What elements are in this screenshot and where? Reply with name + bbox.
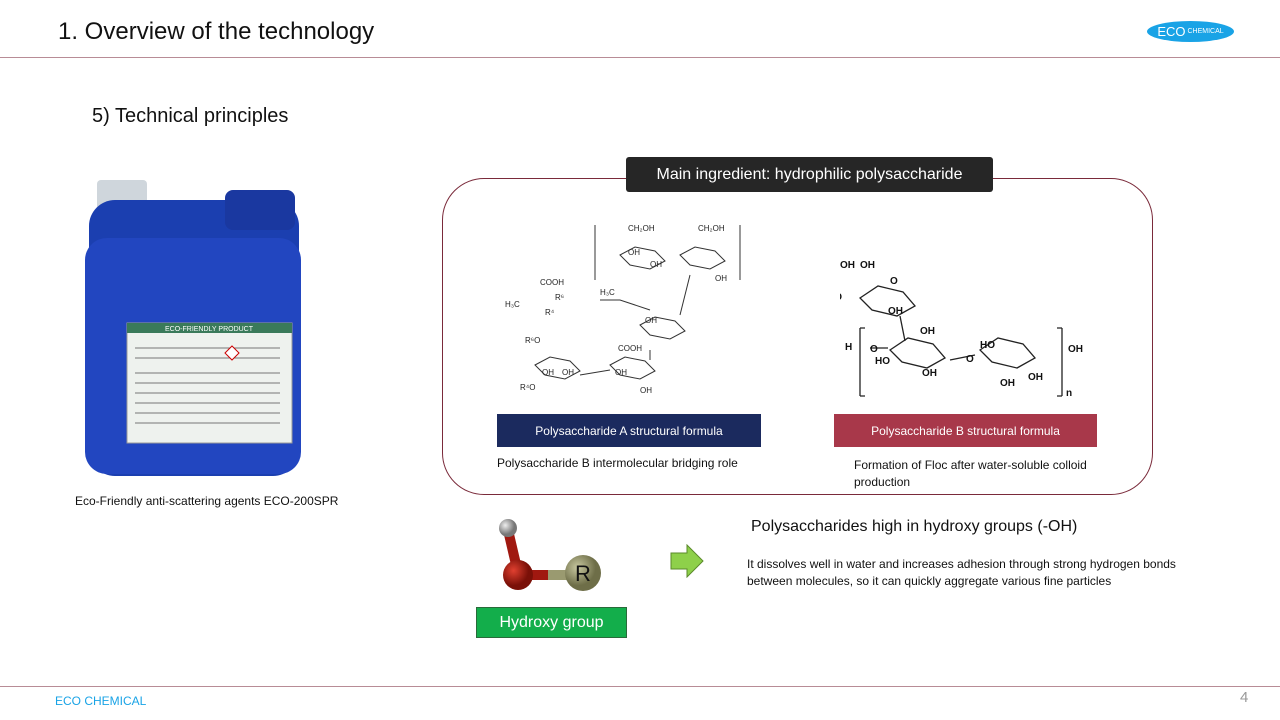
product-jug-image: ECO-FRIENDLY PRODUCT [85,180,301,476]
arrow-right-icon [670,544,704,578]
svg-text:OH: OH [542,368,554,377]
svg-text:H: H [845,342,852,353]
svg-text:OH: OH [1000,378,1015,389]
formula-a-label: Polysaccharide A structural formula [497,414,761,447]
svg-text:OH: OH [645,316,657,325]
svg-text:H₃C: H₃C [600,288,615,297]
header-divider [0,57,1280,58]
svg-text:HO: HO [840,292,842,303]
svg-text:R⁴O: R⁴O [520,383,535,392]
product-caption: Eco-Friendly anti-scattering agents ECO-… [75,494,339,508]
footer-divider [0,686,1280,687]
hydroxy-molecule-icon: R [499,519,601,591]
svg-text:R⁶: R⁶ [555,293,564,302]
svg-text:CH₂OH: CH₂OH [698,224,725,233]
footer-company: ECO CHEMICAL [55,694,147,708]
r-atom-label: R [575,561,591,586]
svg-text:OH: OH [888,306,903,317]
page-number: 4 [1240,689,1249,706]
formula-a-description: Polysaccharide B intermolecular bridging… [497,456,738,470]
svg-text:OH: OH [922,368,937,379]
svg-text:OH: OH [628,248,640,257]
svg-text:COOH: COOH [540,278,564,287]
svg-text:OH: OH [1068,344,1083,355]
hydroxy-heading: Polysaccharides high in hydroxy groups (… [751,518,1078,535]
svg-text:OH: OH [615,368,627,377]
svg-text:OH: OH [1028,372,1043,383]
svg-text:R⁴: R⁴ [545,308,555,317]
formula-b-description: Formation of Floc after water-soluble co… [854,458,1087,489]
svg-text:OH: OH [650,260,662,269]
formula-b-label: Polysaccharide B structural formula [834,414,1097,447]
hydroxy-description: It dissolves well in water and increases… [747,557,1176,588]
svg-text:n: n [1066,388,1072,399]
svg-text:OH: OH [715,274,727,283]
svg-text:OH: OH [920,326,935,337]
svg-text:O: O [966,354,974,365]
jug-label-title: ECO-FRIENDLY PRODUCT [165,326,254,333]
svg-text:O: O [870,344,878,355]
svg-text:OH: OH [840,260,855,271]
section-title: 5) Technical principles [92,105,289,127]
svg-text:OH: OH [860,260,875,271]
slide-title: 1. Overview of the technology [58,18,375,45]
svg-text:R⁶O: R⁶O [525,336,540,345]
svg-text:H₃C: H₃C [505,300,520,309]
svg-text:COOH: COOH [618,344,642,353]
svg-text:OH: OH [562,368,574,377]
svg-text:OH: OH [640,386,652,395]
svg-text:O: O [890,276,898,287]
logo-main-text: ECO [1157,24,1186,39]
svg-text:HO: HO [875,356,890,367]
logo-sub-text: CHEMICAL [1187,28,1224,35]
svg-text:HO: HO [980,340,995,351]
hydroxy-group-label: Hydroxy group [476,607,627,638]
svg-text:CH₂OH: CH₂OH [628,224,655,233]
main-ingredient-label: Main ingredient: hydrophilic polysacchar… [626,157,993,192]
